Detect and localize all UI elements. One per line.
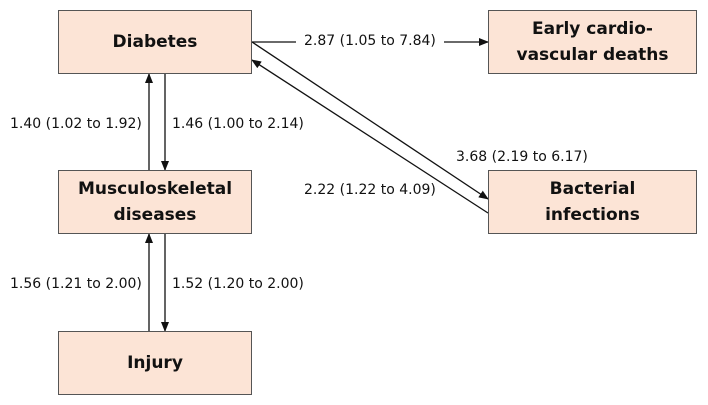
node-early-cardiovascular-deaths: Early cardio- vascular deaths [488,10,697,74]
edge-label-musculoskeletal-to-diabetes: 1.40 (1.02 to 1.92) [10,116,142,132]
node-musculoskeletal-line1: Musculoskeletal [77,178,233,199]
node-diabetes: Diabetes [58,10,252,74]
node-bacterial-line1: Bacterial [549,178,636,199]
edge-label-injury-to-musculoskeletal: 1.56 (1.21 to 2.00) [10,276,142,292]
edge-label-bacterial-to-diabetes: 2.22 (1.22 to 4.09) [304,182,436,198]
node-early-deaths-line2: vascular deaths [516,45,669,65]
node-bacterial-line2: infections [545,205,640,225]
edge-label-diabetes-to-bacterial: 3.68 (2.19 to 6.17) [456,149,588,165]
node-diabetes-label: Diabetes [112,31,198,52]
node-bacterial-infections: Bacterial infections [488,170,697,234]
edge-label-diabetes-early-deaths: 2.87 (1.05 to 7.84) [304,33,436,49]
edge-label-diabetes-to-musculoskeletal: 1.46 (1.00 to 2.14) [172,116,304,132]
node-musculoskeletal-diseases: Musculoskeletal diseases [58,170,252,234]
arrow-bacterial-to-diabetes [251,59,489,214]
node-injury-label: Injury [127,352,183,373]
edge-label-musculoskeletal-to-injury: 1.52 (1.20 to 2.00) [172,276,304,292]
node-early-deaths-line1: Early cardio- [532,18,653,39]
node-injury: Injury [58,331,252,395]
arrow-diabetes-to-bacterial [251,41,489,200]
node-musculoskeletal-line2: diseases [113,205,197,225]
